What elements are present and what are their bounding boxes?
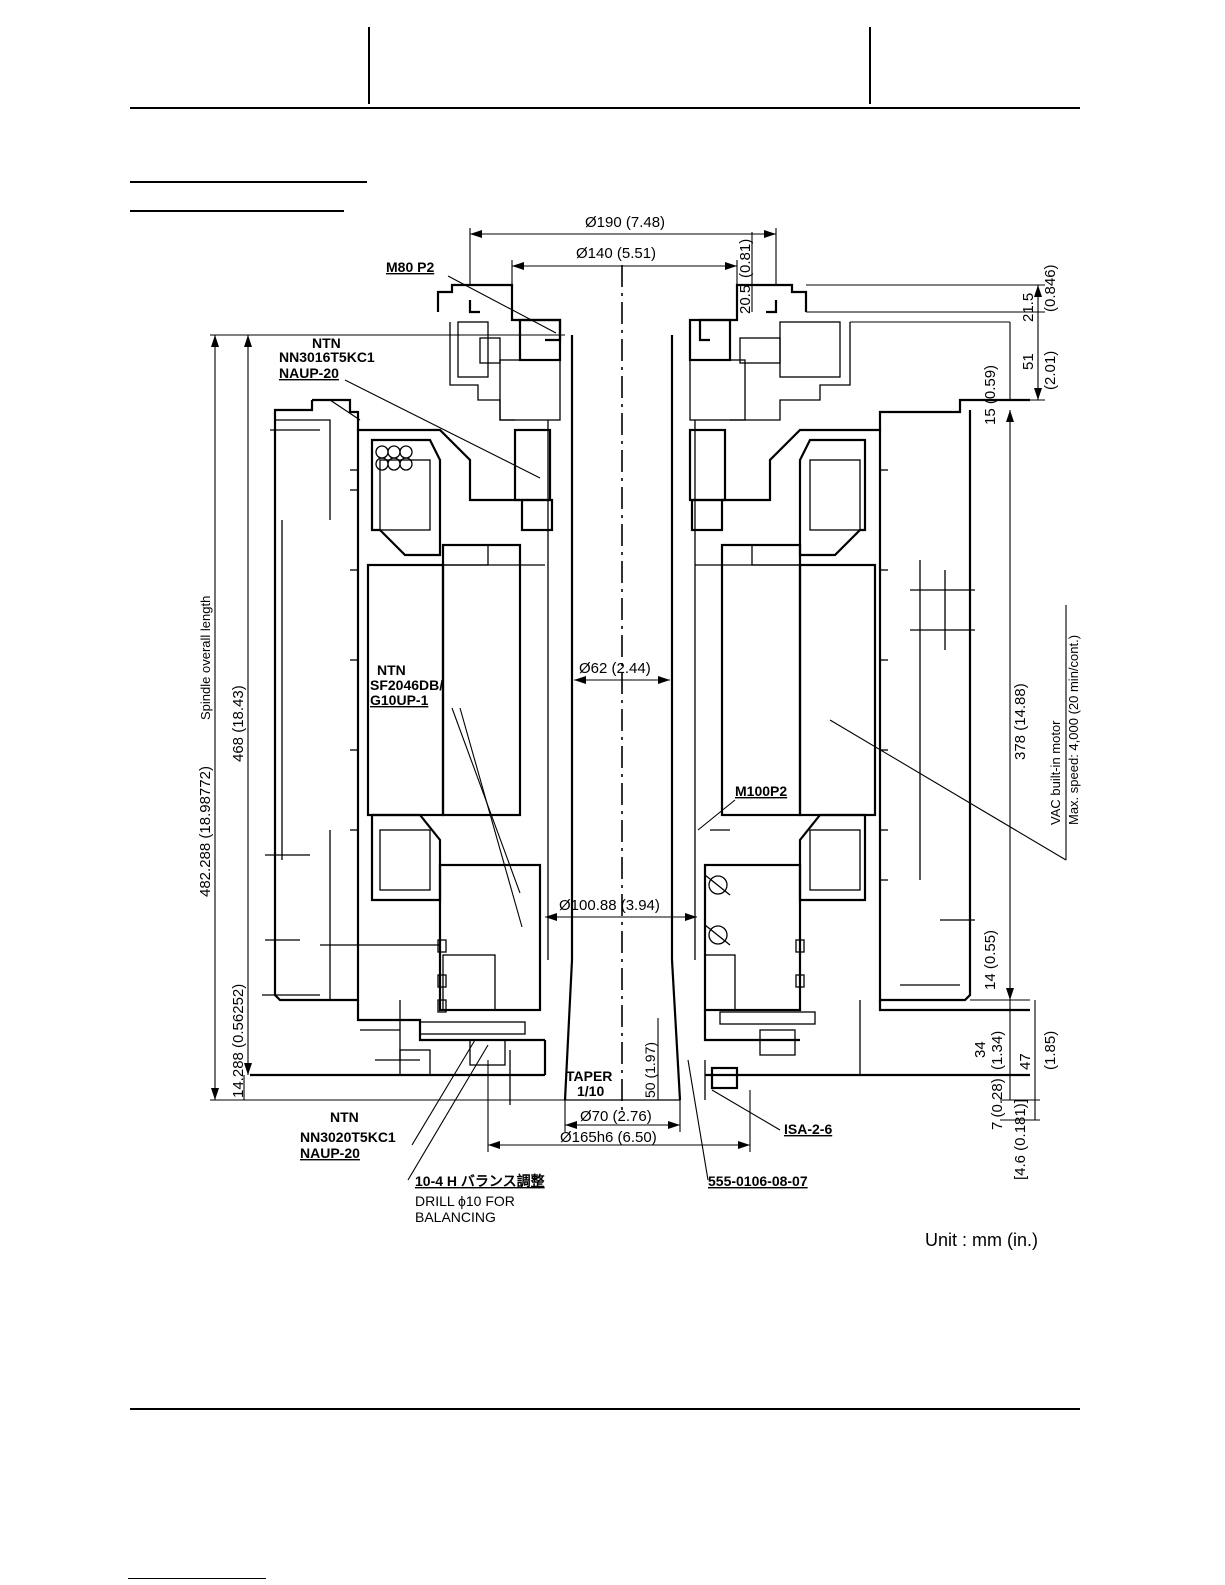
- drill-label-1: DRILL ϕ10 FOR: [415, 1193, 515, 1209]
- dim-0846-label: (0.846): [1042, 264, 1059, 312]
- overall-length-caption: Spindle overall length: [198, 596, 213, 720]
- taper-label-1: TAPER: [566, 1068, 612, 1084]
- bearing-mid-label-2: SF2046DB/: [370, 677, 443, 693]
- top-dia-outer-label: Ø190 (7.48): [585, 214, 665, 231]
- thread-top-label: M80 P2: [386, 259, 434, 275]
- taper-length-label: 50 (1.97): [642, 1042, 658, 1098]
- dim-201-label: (2.01): [1042, 351, 1059, 390]
- length-468-label: 468 (18.43): [230, 685, 247, 762]
- bearing-top-label-1: NTN: [312, 335, 341, 351]
- dim-51-label: 51: [1020, 353, 1037, 370]
- shaft-dia-label: Ø100.88 (3.94): [559, 897, 660, 914]
- nose-dia-label: Ø70 (2.76): [580, 1108, 652, 1125]
- flange-dia-label: Ø165h6 (6.50): [560, 1129, 657, 1146]
- dim-14-label: 14 (0.55): [982, 930, 999, 990]
- bore-dia-label: Ø62 (2.44): [579, 660, 651, 677]
- dim-081-label: (0.81): [737, 239, 754, 278]
- motor-label-2: Max. speed: 4,000 (20 min/cont.): [1066, 635, 1081, 825]
- dim-21-5-label: 21.5: [1020, 293, 1037, 322]
- header-rule: [130, 107, 1080, 109]
- dim-134-label: (1.34): [989, 1031, 1006, 1070]
- footer-rule: [130, 1408, 1080, 1410]
- unit-label: Unit : mm (in.): [925, 1230, 1039, 1250]
- top-dia-inner-label: Ø140 (5.51): [576, 245, 656, 262]
- drill-label-2: BALANCING: [415, 1209, 496, 1225]
- motor-label-1: VAC built-in motor: [1048, 720, 1063, 825]
- bearing-mid-label-3: G10UP-1: [370, 692, 429, 708]
- bearing-bot-label-1: NTN: [330, 1109, 359, 1125]
- housing-right: [688, 283, 1030, 1100]
- japanese-note-label: 10-4 H バランス調整: [415, 1173, 546, 1189]
- length-14288-label: 14.288 (0.56252): [230, 984, 247, 1098]
- dim-47-label: 47: [1017, 1053, 1034, 1070]
- dim-46-label: [4.6 (0.181)]: [1012, 1099, 1029, 1180]
- dim-7-label: 7 (0.28): [989, 1078, 1006, 1130]
- header-divider-right: [869, 27, 871, 104]
- dim-34-label: 34: [972, 1041, 989, 1058]
- dim-15-label: 15 (0.59): [982, 365, 999, 425]
- dim-205-label: 20.5: [737, 285, 754, 314]
- subheading-underline: [130, 210, 344, 212]
- header-divider-left: [368, 27, 370, 104]
- bearing-mid-label-1: NTN: [377, 662, 406, 678]
- bearing-bot-label-2: NN3020T5KC1: [300, 1129, 396, 1145]
- bottom-link-underline: [128, 1578, 266, 1579]
- section-heading-underline: [130, 181, 367, 183]
- isa-label: ISA-2-6: [784, 1121, 832, 1137]
- bearing-bot-label-3: NAUP-20: [300, 1145, 360, 1161]
- bearing-top-label-2: NN3016T5KC1: [279, 349, 375, 365]
- dim-378-label: 378 (14.88): [1012, 683, 1029, 760]
- overall-length-label: 482.288 (18.98772): [197, 766, 214, 897]
- housing-left: [250, 283, 562, 1105]
- part-number-label: 555-0106-08-07: [708, 1173, 808, 1189]
- taper-label-2: 1/10: [577, 1083, 604, 1099]
- thread-mid-label: M100P2: [735, 783, 787, 799]
- dim-185-label: (1.85): [1042, 1031, 1059, 1070]
- bearing-top-label-3: NAUP-20: [279, 365, 339, 381]
